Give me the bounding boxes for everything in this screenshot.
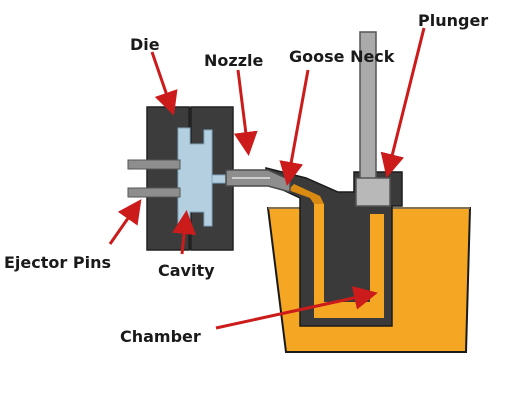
- label-arrows: [108, 27, 426, 330]
- goose-neck-label: Goose Neck: [289, 47, 395, 66]
- plunger-head: [355, 177, 391, 207]
- cavity-label: Cavity: [158, 261, 215, 280]
- ejector-pin-top: [127, 159, 181, 170]
- plunger-label: Plunger: [418, 11, 488, 30]
- plunger-arrow: [380, 27, 426, 178]
- die-label: Die: [130, 35, 160, 54]
- chamber-arrow: [215, 286, 378, 330]
- gooseneck-channel-fill: [288, 184, 324, 204]
- die-arrow: [150, 51, 178, 116]
- nozzle: [225, 169, 291, 193]
- nozzle-label: Nozzle: [204, 51, 263, 70]
- ejector-pin-bottom: [127, 187, 181, 198]
- goose-neck-arrow: [279, 69, 310, 186]
- nozzle-arrow: [233, 69, 258, 156]
- cavity-arrow: [172, 210, 197, 255]
- ejector-pins: [127, 159, 181, 198]
- ejector-pins-label: Ejector Pins: [4, 253, 111, 272]
- chamber-label: Chamber: [120, 327, 201, 346]
- plunger: [355, 31, 391, 207]
- ejector-pins-arrow: [108, 199, 142, 245]
